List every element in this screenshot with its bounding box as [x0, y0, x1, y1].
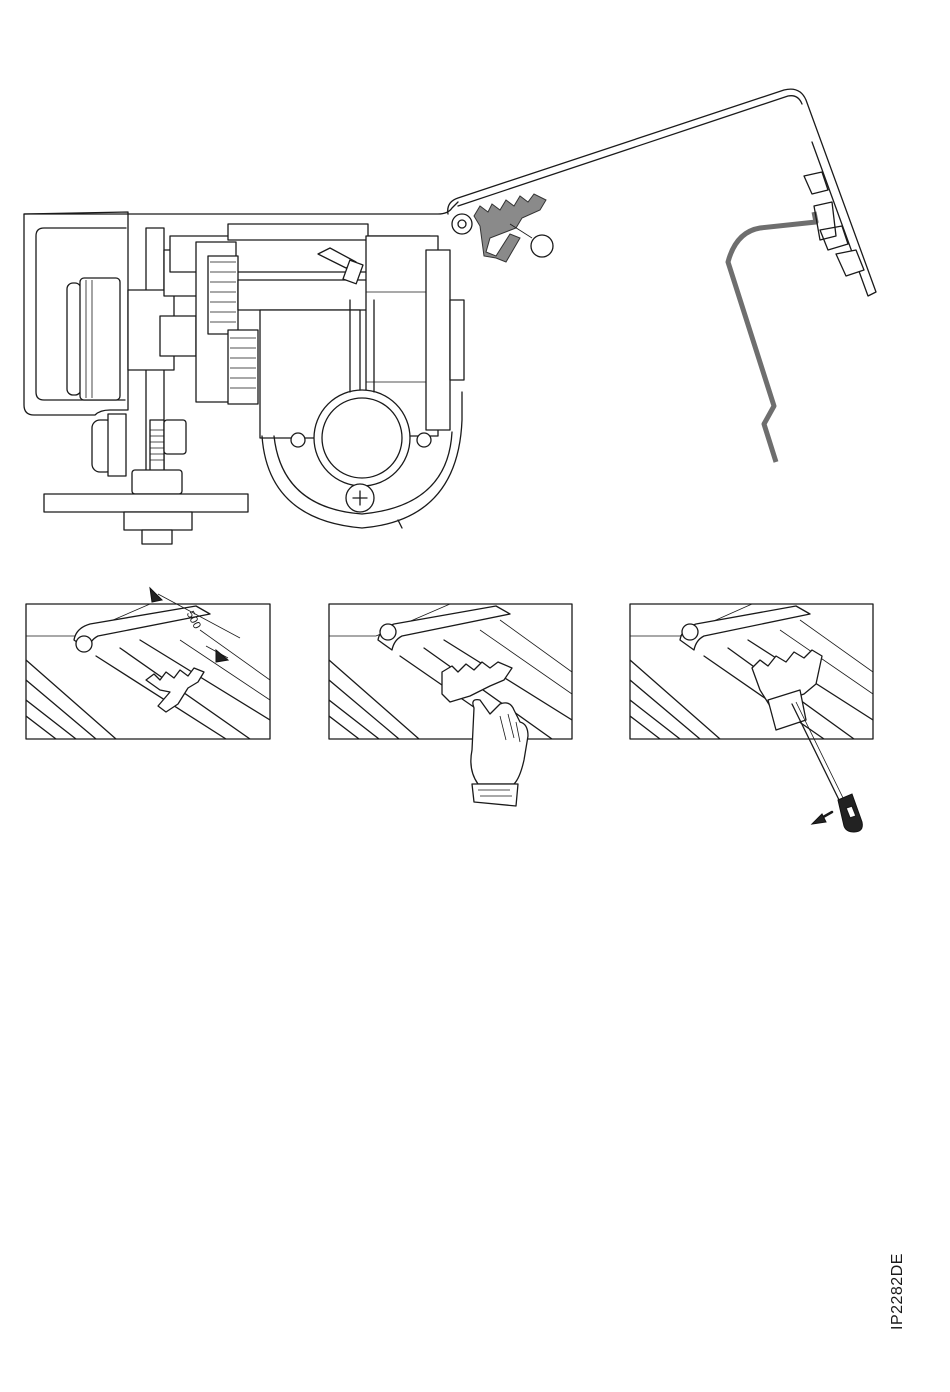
- document-code: IP2282DE: [889, 1270, 909, 1330]
- cross-section-main: [24, 89, 876, 544]
- roller: [67, 278, 126, 476]
- arrow-icon: [812, 812, 832, 824]
- step-2-panel: [329, 604, 572, 806]
- cover-profile: [448, 89, 876, 296]
- bracket-arm: [728, 212, 816, 462]
- step-1-panel: 500: [26, 588, 270, 739]
- step-3-panel: [630, 604, 873, 832]
- motor-block: [170, 224, 464, 438]
